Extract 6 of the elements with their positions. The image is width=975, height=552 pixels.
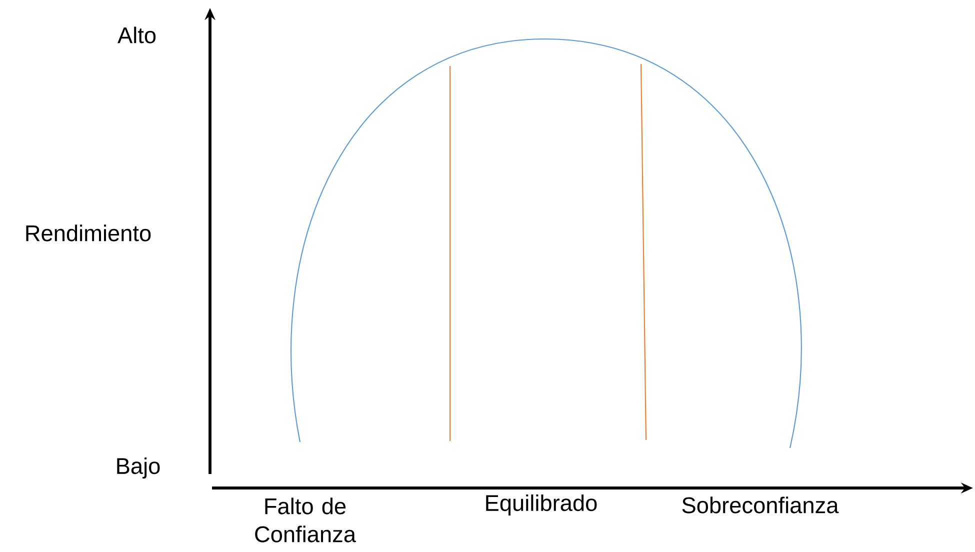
- axis-label: Alto: [118, 26, 156, 44]
- axis-label: Bajo: [117, 457, 160, 479]
- category-label: Falto de Confianza: [255, 498, 356, 542]
- axis-label: Rendimiento: [26, 224, 151, 242]
- category-label: Sobreconfianza: [682, 496, 839, 514]
- category-label: Equilibrado: [486, 494, 597, 516]
